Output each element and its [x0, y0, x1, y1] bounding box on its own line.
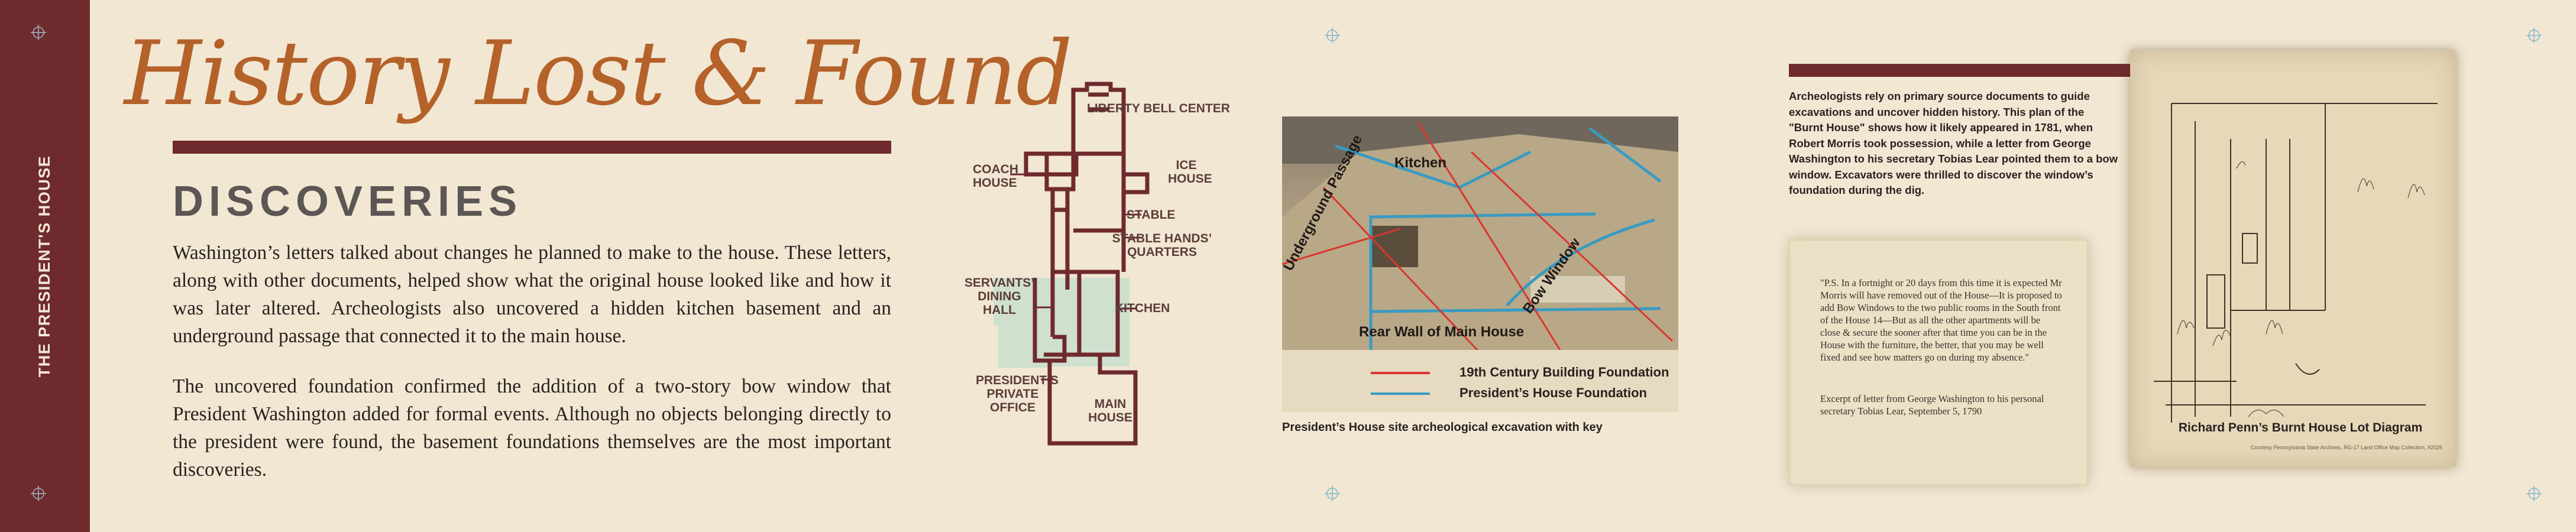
- side-band: [0, 0, 90, 532]
- registration-mark-icon: [1325, 486, 1340, 501]
- label-liberty-bell-center: LIBERTY BELL CENTER: [1087, 102, 1230, 115]
- side-band-label: THE PRESIDENT'S HOUSE: [35, 155, 54, 377]
- body-paragraph: Washington’s letters talked about change…: [173, 242, 891, 347]
- label-stable: STABLE: [1127, 208, 1176, 222]
- label-ice-house: ICE HOUSE: [1168, 158, 1212, 186]
- photo-key: 19th Century Building Foundation Preside…: [1282, 350, 1678, 412]
- diagram-caption: Richard Penn’s Burnt House Lot Diagram: [2178, 421, 2423, 434]
- letter-quote: "P.S. In a fortnight or 20 days from thi…: [1820, 277, 2062, 363]
- side-band-label-box: THE PRESIDENT'S HOUSE: [0, 0, 90, 532]
- key-swatch-red: [1371, 372, 1430, 374]
- registration-mark-icon: [1325, 28, 1340, 43]
- photo-label-rear-wall: Rear Wall of Main House: [1359, 324, 1525, 340]
- registration-mark-icon: [31, 25, 46, 40]
- label-kitchen: KITCHEN: [1115, 301, 1170, 315]
- label-coach-house: COACH HOUSE: [973, 163, 1018, 190]
- lot-diagram: [2130, 50, 2455, 467]
- letter-source: Excerpt of letter from George Washington…: [1820, 393, 2044, 417]
- label-presidents-private-office: PRESIDENT’S PRIVATE OFFICE: [976, 374, 1059, 414]
- title-rule: [173, 141, 891, 154]
- label-servants-dining-hall: SERVANTS’ DINING HALL: [964, 276, 1035, 317]
- section-heading: DISCOVERIES: [173, 178, 523, 225]
- photo-label-kitchen: Kitchen: [1394, 155, 1447, 171]
- site-floor-plan: [993, 82, 1150, 446]
- label-main-house: MAIN HOUSE: [1088, 397, 1132, 424]
- registration-mark-icon: [31, 486, 46, 501]
- photo-caption: President’s House site archeological exc…: [1282, 421, 1603, 434]
- key-swatch-blue: [1371, 392, 1430, 395]
- key-label-19th-century: 19th Century Building Foundation: [1459, 365, 1669, 379]
- label-stable-hands-quarters: STABLE HANDS’ QUARTERS: [1112, 232, 1212, 259]
- registration-mark-icon: [2526, 486, 2542, 501]
- body-paragraph: The uncovered foundation confirmed the a…: [173, 375, 891, 481]
- registration-mark-icon: [2526, 28, 2542, 43]
- right-rule: [1789, 64, 2133, 77]
- page-title: History Lost & Found: [124, 22, 1073, 125]
- right-intro-text: Archeologists rely on primary source doc…: [1789, 90, 2118, 196]
- key-label-presidents-house: President’s House Foundation: [1459, 385, 1647, 400]
- letter-card: [1791, 241, 2086, 484]
- diagram-credit: Courtesy Pennsylvania State Archives, RG…: [2250, 445, 2442, 450]
- excavation-photo: [1282, 116, 1678, 350]
